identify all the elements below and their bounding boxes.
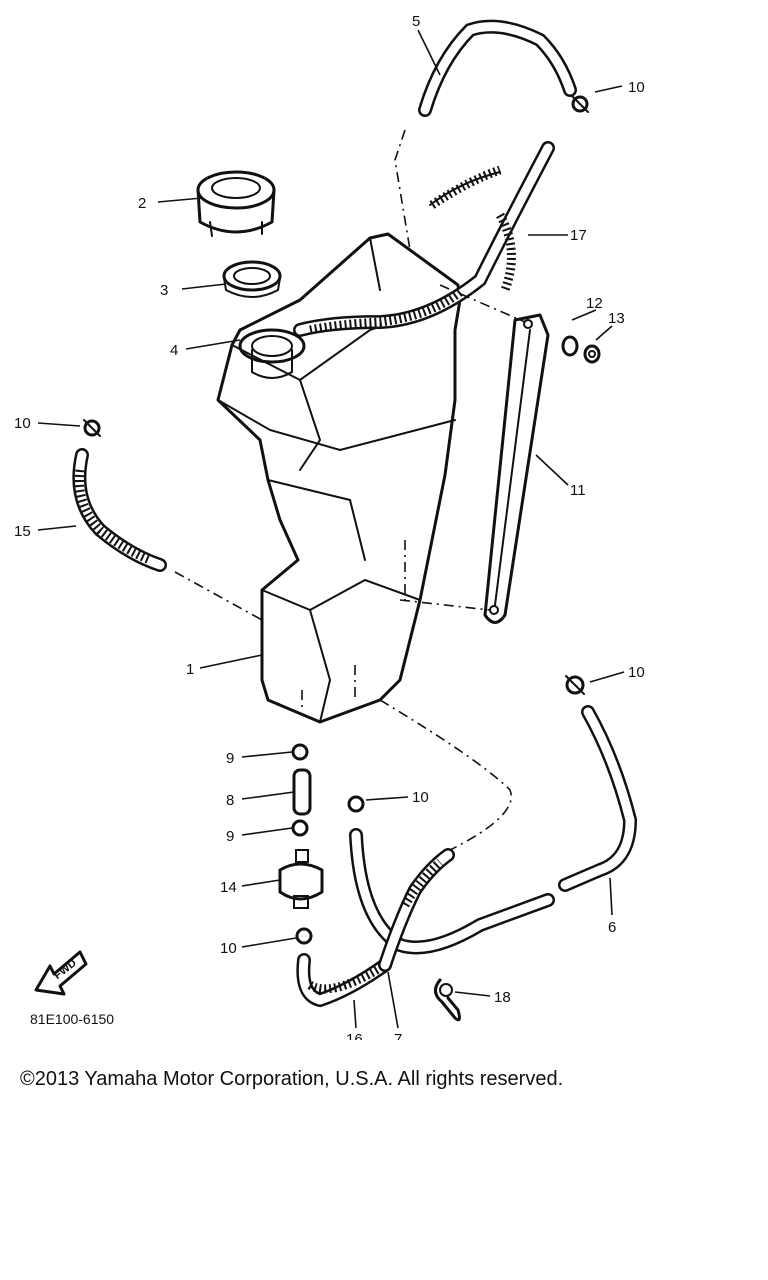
callout-6: 6 [608,919,616,936]
callout-16: 16 [346,1031,363,1040]
callout-18: 18 [494,989,511,1006]
callout-2: 2 [138,195,146,212]
hose-5-path [394,129,411,251]
callout-13: 13 [608,310,625,327]
bracket-path [399,599,491,611]
callout-11: 11 [570,482,586,499]
tank-cap [196,170,276,237]
hose-15-path [174,571,263,621]
callout-15: 15 [14,523,31,540]
callout-5: 5 [412,13,420,30]
clamp-9-upper [291,743,309,761]
callout-12: 12 [586,295,603,312]
callout-3: 3 [160,282,168,299]
clamp-10-left [83,419,101,437]
hose-7-path [379,699,512,851]
clamp-10-right [565,675,585,695]
clamp-10-hose7 [347,795,365,813]
stay-bracket [483,313,550,624]
callout-1: 1 [186,661,194,678]
copyright-notice: ©2013 Yamaha Motor Corporation, U.S.A. A… [20,1068,564,1090]
gasket [222,260,282,298]
leader-lines [37,29,625,1029]
callout-9-lower: 9 [226,828,234,845]
hose-6 [558,705,638,892]
washer-12 [561,335,579,357]
breather-hose-17 [293,141,555,337]
callout-8: 8 [226,792,234,809]
clamp-10-top [571,95,589,113]
callout-14: 14 [220,879,237,896]
hose-5 [418,19,577,117]
callout-7: 7 [394,1031,402,1040]
callout-10-top: 10 [628,79,645,96]
bracket-path-top [439,284,526,323]
callout-10-right: 10 [628,664,645,681]
callout-9-upper: 9 [226,750,234,767]
filler-neck [238,328,306,379]
callout-4: 4 [170,342,178,359]
hose-7 [349,828,555,972]
hose-16 [296,953,392,1008]
fwd-label: FWD [52,957,79,982]
oil-filter-14 [278,849,324,909]
parts-diagram: FWD 5 10 2 3 4 17 12 13 10 11 15 1 10 9 [14,13,645,1040]
clip-18 [434,978,461,1022]
callout-10-filter: 10 [220,940,237,957]
callout-17: 17 [570,227,587,244]
joint-pipe-8 [292,768,312,816]
nut-13 [583,344,601,364]
figure-code: 81E100-6150 [30,1011,114,1027]
clamp-9-lower [291,819,309,837]
hose-15 [72,448,167,572]
callout-10-left: 10 [14,415,31,432]
clamp-10-filter [295,927,313,945]
callout-10-hose7: 10 [412,789,429,806]
fwd-arrow-icon: FWD [34,950,88,996]
